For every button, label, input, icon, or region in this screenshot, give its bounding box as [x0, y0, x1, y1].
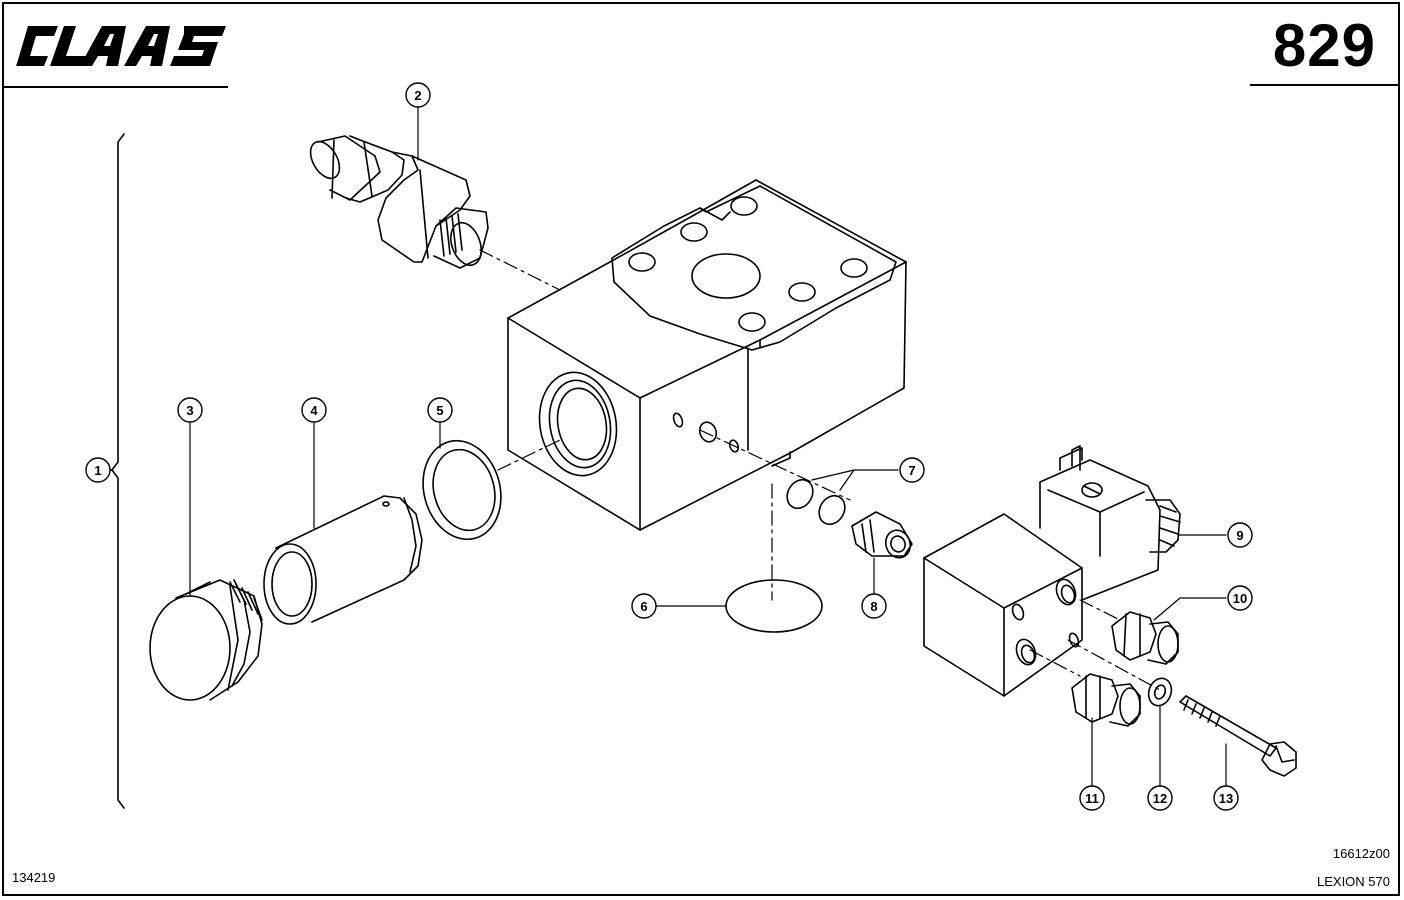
valve-block-part — [507, 179, 907, 531]
callout-13: 13 — [1219, 791, 1233, 806]
union-fitting-part — [309, 135, 489, 269]
center-lines — [479, 249, 1161, 691]
small-o-rings-part — [786, 478, 846, 526]
callout-9: 9 — [1236, 528, 1243, 543]
callout-11: 11 — [1085, 791, 1099, 806]
large-o-ring-part — [725, 579, 823, 633]
model-name: LEXION 570 — [1317, 874, 1390, 889]
callout-7: 7 — [908, 463, 915, 478]
valve-insert-part — [851, 511, 913, 559]
drawing-code: 16612z00 — [1332, 846, 1390, 861]
callout-6: 6 — [640, 599, 647, 614]
sleeve-part — [263, 495, 423, 625]
leader-lines — [109, 105, 1227, 787]
header-rule-right — [1250, 84, 1400, 86]
callout-2: 2 — [414, 88, 421, 103]
page-number: 829 — [1272, 12, 1376, 79]
callout-5: 5 — [436, 403, 443, 418]
callout-8: 8 — [870, 599, 877, 614]
callout-4: 4 — [310, 403, 318, 418]
callout-12: 12 — [1153, 791, 1167, 806]
sealing-ring-part — [422, 439, 502, 541]
bolt-part — [1179, 695, 1297, 777]
callout-3: 3 — [186, 403, 193, 418]
header-rule-left — [4, 86, 228, 88]
callout-circles — [85, 82, 1253, 811]
fitting-part-10 — [1111, 611, 1179, 665]
catalog-id: 134219 — [12, 870, 56, 885]
callout-10: 10 — [1233, 591, 1247, 606]
fitting-part-11 — [1071, 673, 1141, 727]
washer-part — [1147, 677, 1173, 707]
claas-logo — [16, 26, 226, 66]
solenoid-valve-part — [923, 445, 1181, 697]
assembly-bracket — [109, 133, 125, 809]
threaded-plug-part — [149, 579, 263, 701]
callout-1: 1 — [94, 463, 101, 478]
